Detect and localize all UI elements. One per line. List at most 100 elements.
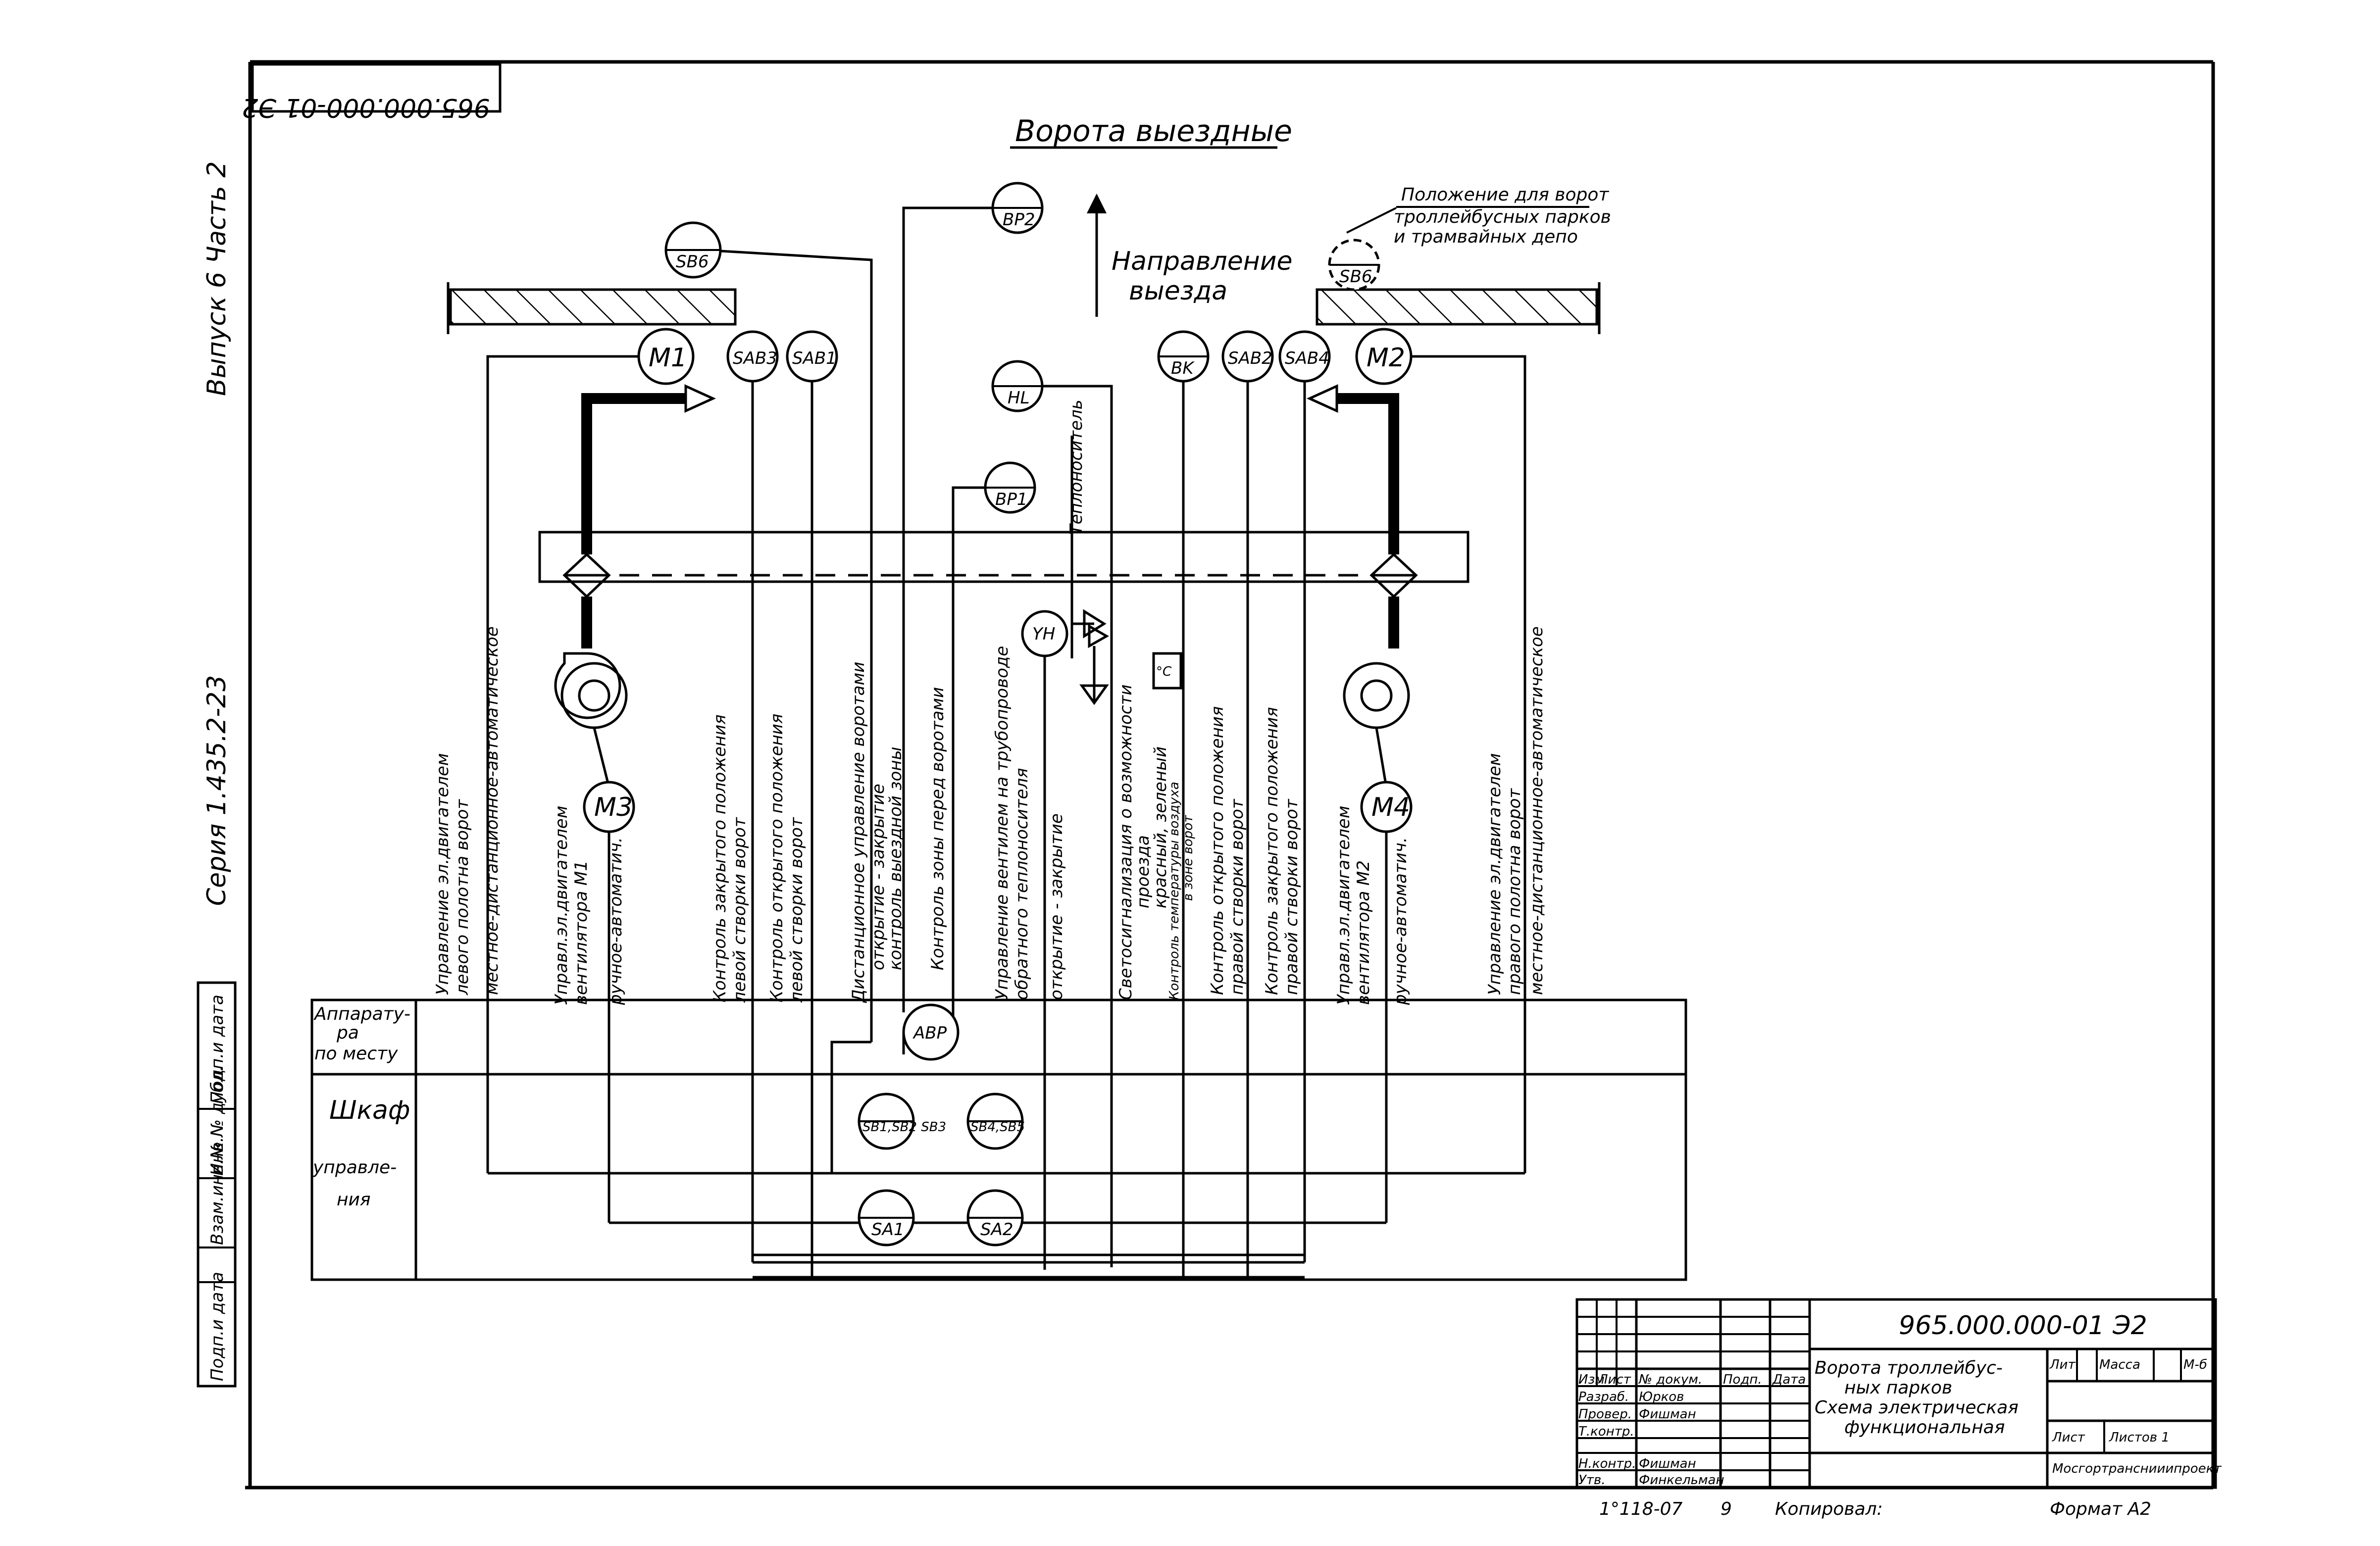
col-izm: Изм — [1578, 1372, 1605, 1387]
sa2-selector: SA2 — [966, 1189, 1024, 1247]
m4-motor: M4 — [1360, 781, 1413, 833]
strip-label-vzam: Взам.инв.№ — [207, 1142, 227, 1245]
hl-light: HL — [991, 360, 1044, 412]
yh-valve-drive: YH — [1021, 610, 1068, 657]
vlabel-13: Контроль температуры воздуха — [1167, 782, 1182, 1000]
vlabel-6b: открытие - закрытие — [868, 784, 888, 970]
vlabel-2b: вентилятора М1 — [571, 860, 591, 1005]
vlabel-18b: правого полотна ворот — [1505, 788, 1524, 995]
vlabel-6: Дистанционное управление воротами — [849, 662, 868, 1003]
row-tkontr: Т.контр. — [1578, 1424, 1634, 1439]
vlabel-11: Светосигнализация о возможности — [1116, 685, 1136, 1000]
vlabel-15b: правой створки ворот — [1282, 798, 1302, 995]
sb1-sb3-buttons: SB1,SB2 SB3 — [858, 1093, 946, 1150]
exit-direction-label-1: Направление — [1112, 247, 1293, 276]
lit-label: Лит — [2049, 1357, 2076, 1372]
apparatus-table: Аппарату- ра по месту Шкаф управле- ния — [310, 998, 1687, 1281]
sa1-selector: SA1 — [858, 1189, 915, 1247]
title-block-name-4: функциональная — [1844, 1417, 2005, 1438]
vlabel-8: Контроль зоны перед воротами — [928, 687, 948, 970]
title-block: 965.000.000-01 Э2 Ворота троллейбус- ных… — [1575, 1298, 2222, 1489]
vlabel-14b: правой створки ворот — [1227, 798, 1247, 995]
row-razrab: Разраб. — [1578, 1390, 1629, 1404]
heat-carrier-label: Теплоноситель — [1066, 399, 1086, 535]
vlabel-13b: в зоне ворот — [1181, 815, 1196, 901]
strip-label-inv-dubl: Инв.№ дубл. — [207, 1066, 227, 1176]
svg-text:M1: M1 — [649, 343, 687, 373]
svg-text:SAB3: SAB3 — [733, 349, 777, 368]
svg-text:BK: BK — [1171, 358, 1195, 378]
row-nkontr: Н.контр. — [1578, 1456, 1636, 1471]
position-note-2: троллейбусных парков — [1394, 207, 1611, 227]
bp2-sensor: BP2 — [991, 182, 1044, 234]
massa-label: Масса — [2099, 1357, 2140, 1372]
footer-n: 9 — [1721, 1499, 1732, 1519]
org-label: Мосгортранснииипроект — [2052, 1461, 2222, 1476]
svg-text:HL: HL — [1008, 388, 1030, 408]
m3-motor: M3 — [583, 781, 635, 833]
left-wall — [449, 288, 737, 326]
vlabel-16: Управл.эл.двигателем — [1334, 805, 1354, 1005]
position-note-1: Положение для ворот — [1401, 185, 1609, 205]
m2-motor: M2 — [1355, 328, 1413, 385]
strip-label-podp: Подп.и дата — [207, 995, 227, 1104]
sab2-switch: SAB2 — [1221, 330, 1274, 383]
name-razrab: Юрков — [1639, 1390, 1684, 1404]
svg-text:SB4,SB5: SB4,SB5 — [970, 1120, 1025, 1135]
vlabel-5b: левой створки ворот — [787, 817, 807, 1003]
sb6-right-switch: SB6 — [1328, 239, 1380, 291]
temperature-box: °C — [1152, 652, 1182, 690]
svg-text:YH: YH — [1032, 624, 1055, 644]
bp1-sensor: BP1 — [984, 461, 1036, 514]
svg-text:BP1: BP1 — [995, 490, 1027, 509]
svg-text:M4: M4 — [1371, 793, 1410, 822]
svg-text:M3: M3 — [594, 793, 633, 822]
m1-motor: M1 — [637, 328, 695, 385]
rotated-code-stamp: 965.000.000-01 Э2 — [242, 63, 502, 122]
col-ndoc: № докум. — [1638, 1372, 1702, 1387]
sab3-switch: SAB3 — [726, 330, 779, 383]
vlabel-9: Управление вентилем на трубопроводе — [992, 646, 1012, 1000]
vlabel-4b: левой створки ворот — [730, 817, 750, 1003]
right-wall — [1316, 288, 1598, 326]
svg-text:SA1: SA1 — [871, 1220, 904, 1240]
diagram-title: Ворота выездные — [1015, 114, 1292, 149]
row-prover: Провер. — [1578, 1407, 1632, 1422]
sheet-label: Лист — [2052, 1430, 2085, 1445]
row-cabinet-1: Шкаф — [329, 1096, 410, 1125]
vlabel-0b: левого полотна ворот — [453, 799, 472, 996]
row-utv: Утв. — [1578, 1473, 1606, 1488]
air-curtain-unit — [538, 384, 1469, 788]
col-data: Дата — [1772, 1372, 1806, 1387]
temperature-box-label: °C — [1156, 664, 1172, 679]
svg-text:SB6: SB6 — [1339, 267, 1372, 287]
sab1-switch: SAB1 — [786, 330, 838, 383]
row-cabinet-2: управле- — [312, 1157, 397, 1178]
vlabel-1: местное-дистанционное-автоматическое — [482, 626, 502, 995]
strip-label-podp-data: Подп.и дата — [207, 1272, 227, 1381]
vlabel-7: контроль выездной зоны — [886, 747, 906, 970]
vlabel-11b: проезда — [1133, 835, 1153, 908]
left-signature-strip: Подп.и дата Инв.№ дубл. Взам.инв.№ Подп.… — [197, 981, 237, 1388]
col-podp: Подп. — [1723, 1372, 1762, 1387]
title-block-doc-code: 965.000.000-01 Э2 — [1899, 1311, 2147, 1341]
masshtab-label: М-б — [2183, 1357, 2207, 1372]
series-issue-label: Выпуск 6 Часть 2 — [202, 161, 232, 396]
vlabel-16b: вентилятора М2 — [1354, 860, 1373, 1005]
title-block-name-1: Ворота троллейбус- — [1815, 1358, 2003, 1378]
instrument-bubbles: SB6 SB6 BP2 M1 SAB3 SAB1 HL BP1 BK SAB2 … — [583, 182, 1413, 1247]
title-block-name-3: Схема электрическая — [1815, 1397, 2019, 1418]
row-apparatus-2: ра — [336, 1023, 359, 1043]
col-list: Лист — [1598, 1372, 1631, 1387]
vlabel-2: Управл.эл.двигателем — [552, 805, 571, 1005]
avr-device: АВР — [902, 1003, 960, 1061]
vlabel-14: Контроль открытого положения — [1208, 706, 1227, 995]
sab4-switch: SAB4 — [1278, 330, 1331, 383]
vlabel-3: ручное-автоматич. — [606, 837, 626, 1005]
vlabel-15: Контроль закрытого положения — [1262, 707, 1282, 995]
row-apparatus-3: по месту — [314, 1044, 398, 1064]
footer-copied: Копировал: — [1775, 1499, 1883, 1519]
footer-format: Формат А2 — [2050, 1499, 2151, 1519]
vlabel-18: Управление эл.двигателем — [1485, 753, 1505, 995]
vlabel-19: местное-дистанционное-автоматическое — [1527, 626, 1547, 995]
